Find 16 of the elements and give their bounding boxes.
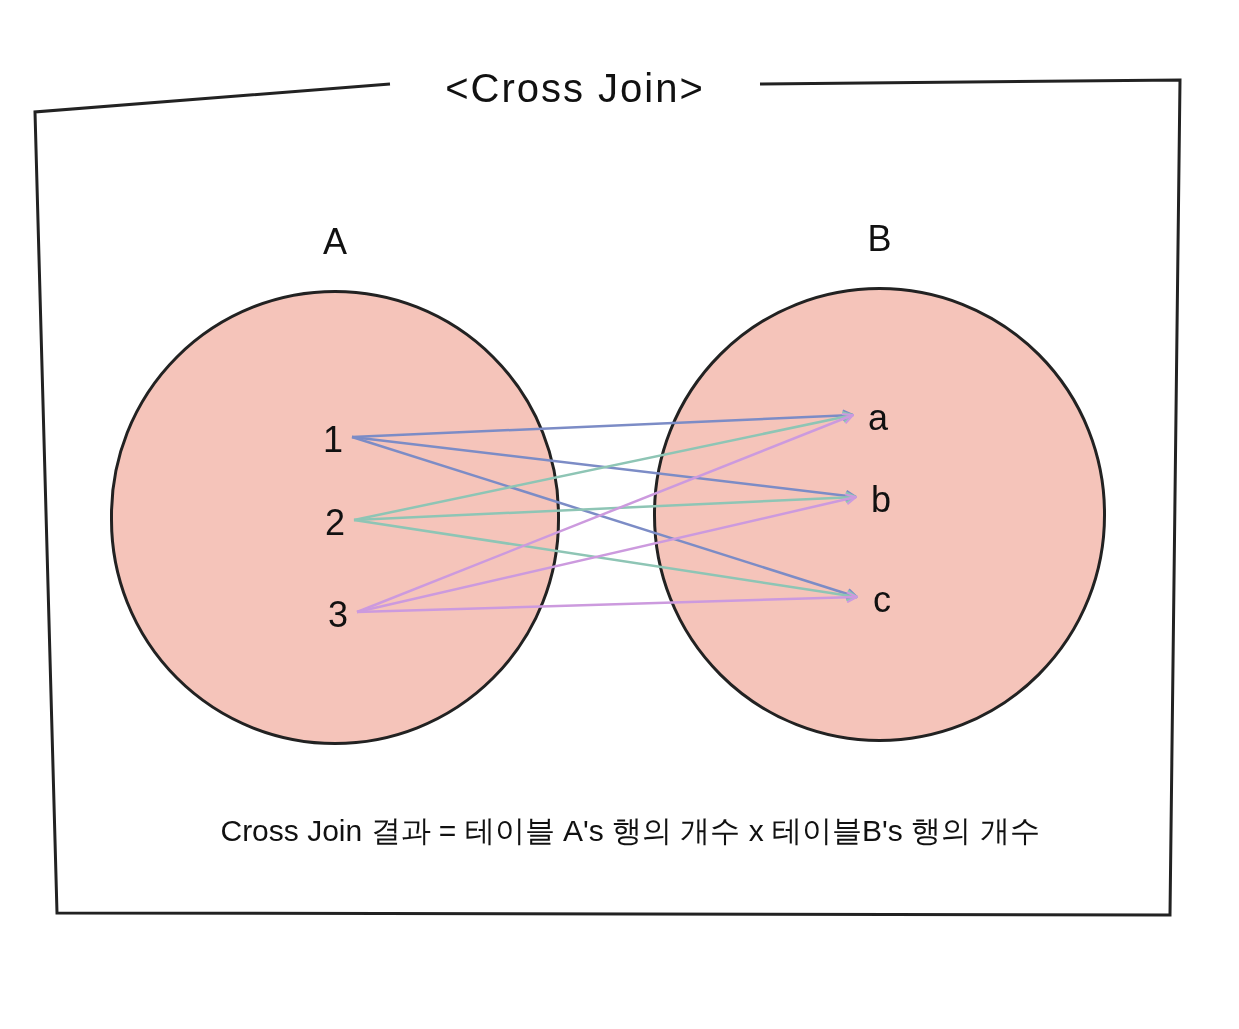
arrow xyxy=(353,518,858,602)
diagram-title: <Cross Join> xyxy=(444,65,706,112)
element-label: 3 xyxy=(328,597,348,633)
set-label: B xyxy=(867,217,892,261)
arrow xyxy=(356,413,854,614)
arrow xyxy=(351,435,858,600)
element-label: c xyxy=(873,582,891,618)
arrow xyxy=(356,591,858,614)
element-label: 1 xyxy=(323,422,343,458)
element-label: 2 xyxy=(325,505,345,541)
caption: Cross Join 결과 = 테이블 A's 행의 개수 x 테이블B's 행의 개수 xyxy=(219,813,1041,849)
arrow xyxy=(356,493,857,614)
arrow xyxy=(353,411,854,522)
element-label: b xyxy=(871,482,891,518)
set-label: A xyxy=(323,220,347,264)
element-label: a xyxy=(868,400,888,436)
